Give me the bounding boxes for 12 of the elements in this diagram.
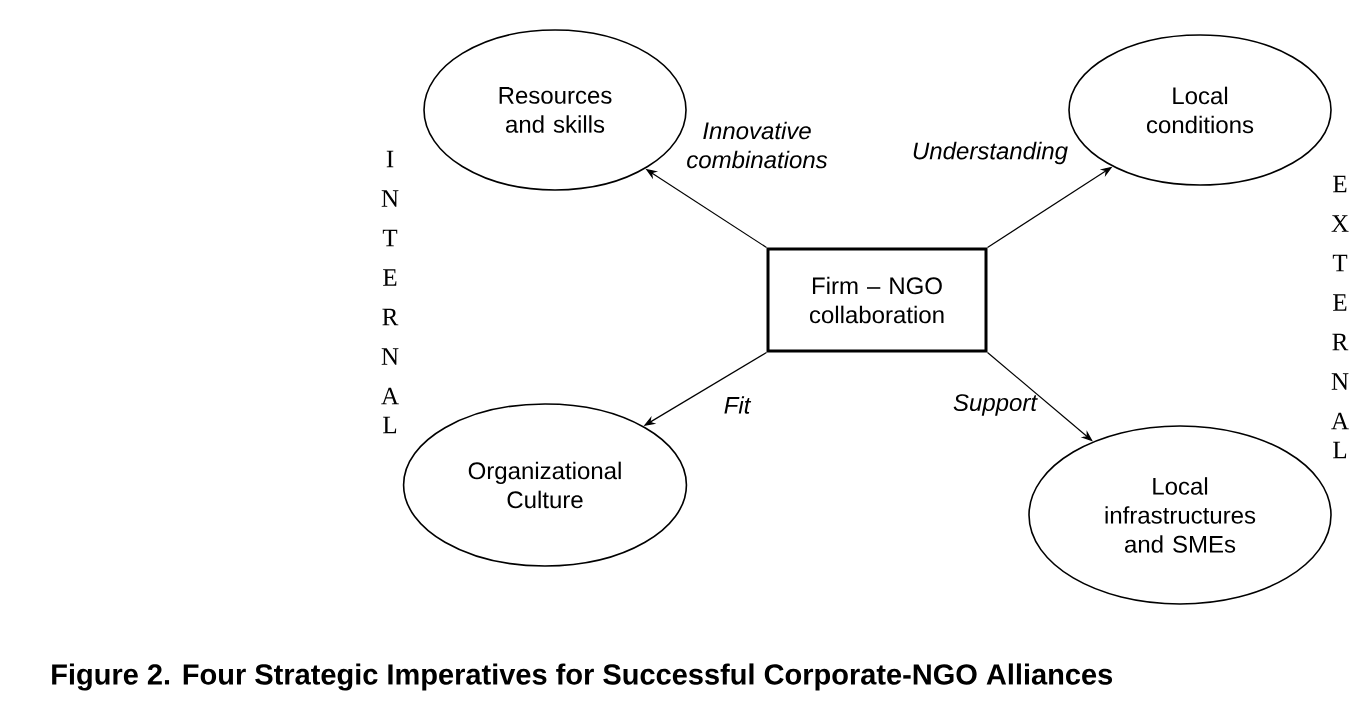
edge-label: Understanding [913, 141, 1068, 165]
side-label: EXTERNAL [1331, 175, 1349, 459]
ellipse-node: Local conditions [1068, 34, 1332, 186]
ellipse-node: Organizational Culture [402, 403, 688, 567]
edge-label: Fit [724, 396, 752, 414]
side-label: INTERNAL [381, 150, 399, 434]
caption: Figure 2. Four Strategic Imperatives for Successful Corporate-NGO Alliances [52, 663, 1113, 691]
process-box: Firm – NGO collaboration [766, 247, 988, 353]
edge-label: Innovative combinations [687, 121, 828, 169]
ellipse-node: Resources and skills [423, 29, 687, 191]
edge-label: Support [953, 394, 1038, 416]
ellipse-node: Local infrastructures and SMEs [1028, 425, 1332, 605]
